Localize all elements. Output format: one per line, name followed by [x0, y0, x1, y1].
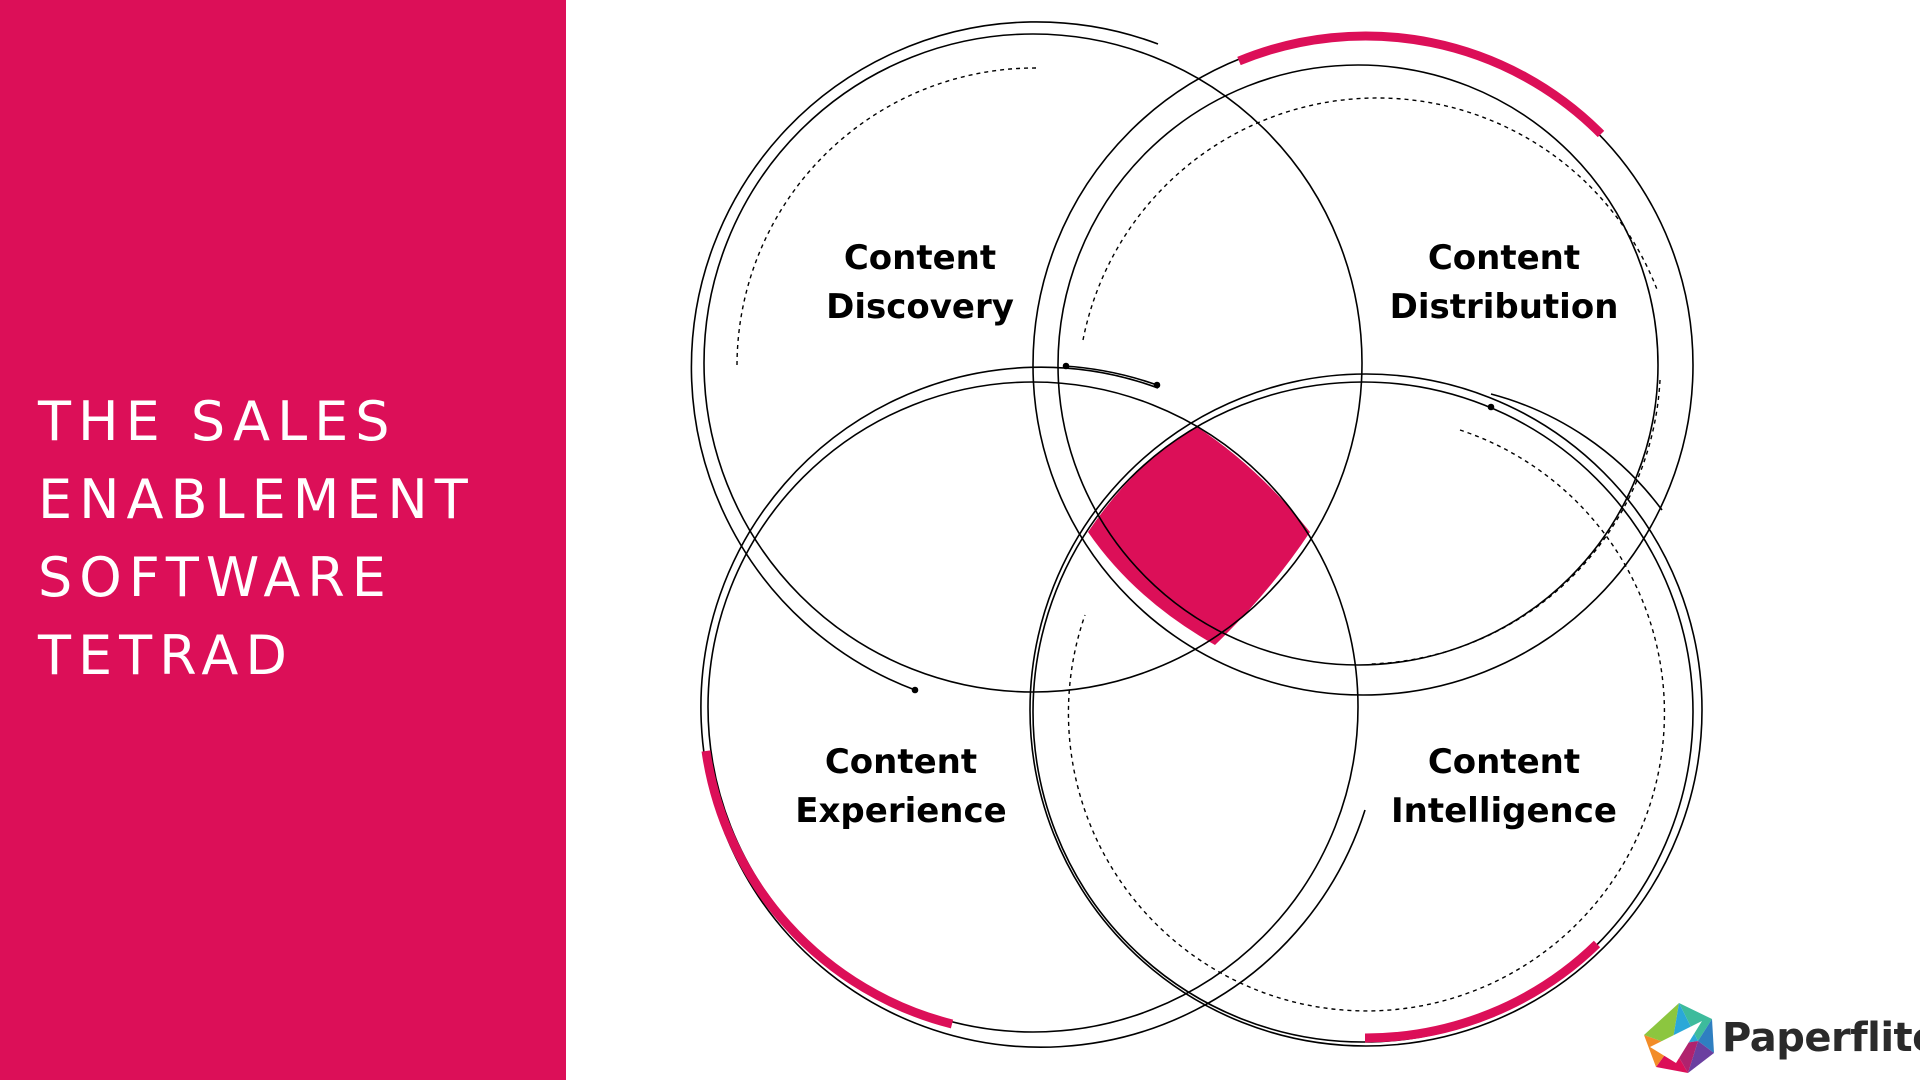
circle-distribution-outer [1032, 34, 1694, 696]
circle-discovery-outer-arc [690, 21, 1159, 691]
label-distribution-line2: Distribution [1390, 287, 1619, 327]
circle-discovery-dashed-arc [736, 67, 1037, 368]
circle-intelligence-dot [1487, 403, 1495, 411]
logo-text: Paperflite [1722, 1015, 1920, 1061]
circle-intelligence-dashed-arc [1067, 429, 1666, 1012]
title-panel: THE SALES ENABLEMENT SOFTWARE TETRAD [0, 0, 566, 1080]
label-experience-line1: Content [825, 742, 977, 782]
circle-experience-dot-2 [1153, 381, 1161, 389]
circle-experience-inner-arc [1063, 365, 1158, 386]
page-title: THE SALES ENABLEMENT SOFTWARE TETRAD [38, 383, 475, 695]
label-experience-line2: Experience [795, 791, 1006, 831]
label-intelligence-line1: Content [1428, 742, 1580, 782]
circle-intelligence-inner-arc [1490, 393, 1663, 511]
paperflite-logo-icon [1644, 1003, 1714, 1073]
title-line-1: THE SALES [38, 390, 397, 453]
circle-intelligence-accent-arc [1364, 940, 1601, 1043]
circle-experience-dot [1062, 362, 1070, 370]
title-line-3: SOFTWARE [38, 546, 393, 609]
label-distribution-line1: Content [1428, 238, 1580, 278]
label-discovery-line2: Discovery [826, 287, 1014, 327]
title-line-2: ENABLEMENT [38, 468, 475, 531]
center-intersection-highlight [1088, 427, 1310, 645]
circle-discovery-dot [911, 686, 919, 694]
circle-distribution [1032, 31, 1694, 696]
circle-experience-accent-arc [701, 750, 954, 1029]
paperflite-logo: Paperflite [1642, 1000, 1920, 1076]
circle-distribution-accent-arc [1237, 31, 1605, 138]
label-intelligence-line2: Intelligence [1391, 791, 1617, 831]
circle-intelligence-main [1032, 381, 1694, 1043]
label-discovery-line1: Content [844, 238, 996, 278]
circle-distribution-dashed-arc [1082, 97, 1661, 665]
circle-intelligence [1029, 373, 1703, 1047]
circle-experience-main [707, 381, 1359, 1033]
circle-experience [700, 362, 1366, 1048]
circle-intelligence-outer [1029, 373, 1703, 1047]
circle-distribution-main [1057, 64, 1659, 666]
title-line-4: TETRAD [38, 624, 294, 687]
